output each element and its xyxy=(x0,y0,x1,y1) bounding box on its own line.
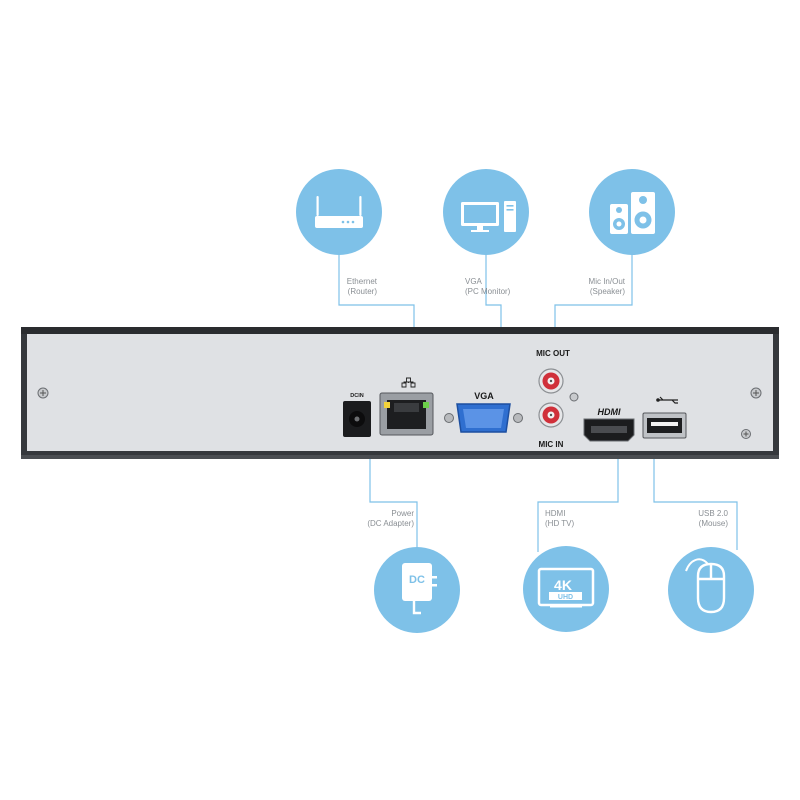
callout-ethernet-title: Ethernet xyxy=(346,277,377,286)
callout-vga-subtitle: (PC Monitor) xyxy=(465,287,511,296)
connector-power xyxy=(369,437,418,550)
callout-power: Power (DC Adapter) xyxy=(330,509,414,529)
network-symbol-icon xyxy=(401,377,416,388)
bubble-vga xyxy=(443,169,529,255)
label-mic-in: MIC IN xyxy=(539,440,564,449)
label-vga: VGA xyxy=(474,391,494,401)
callout-power-subtitle: (DC Adapter) xyxy=(367,519,414,528)
bubble-mic xyxy=(589,169,675,255)
bubble-ethernet xyxy=(296,169,382,255)
callout-usb-title: USB 2.0 xyxy=(698,509,728,518)
connector-usb xyxy=(653,438,738,550)
usb-port xyxy=(642,396,687,439)
dc-icon-text: DC xyxy=(409,574,425,586)
callout-usb: USB 2.0 (Mouse) xyxy=(654,509,728,529)
mounting-screw-right xyxy=(750,387,762,399)
mouse-icon xyxy=(685,558,726,614)
ground-screw xyxy=(741,429,751,439)
callout-mic-subtitle: (Speaker) xyxy=(589,287,625,296)
callout-vga-title: VGA xyxy=(465,277,482,286)
vga-port xyxy=(444,403,523,433)
nvr-device: DCIN VGA MIC OUT MIC IN HDMI xyxy=(21,327,779,459)
mic-out-jack xyxy=(538,368,564,394)
label-hdmi: HDMI xyxy=(598,407,621,417)
callout-hdmi-subtitle: (HD TV) xyxy=(545,519,575,528)
label-mic-out: MIC OUT xyxy=(536,349,570,358)
speaker-icon xyxy=(610,192,655,234)
label-dc-in: DCIN xyxy=(350,393,363,399)
mounting-screw-left xyxy=(37,387,49,399)
dc-in-port xyxy=(343,401,371,437)
dc-adapter-icon: DC xyxy=(402,563,437,615)
pc-monitor-icon xyxy=(461,201,516,232)
callout-power-title: Power xyxy=(391,509,414,518)
hdmi-port xyxy=(583,418,635,442)
bubble-power: DC xyxy=(374,547,460,633)
4k-uhd-tv-icon: 4K UHD xyxy=(537,567,595,608)
callout-mic-title: Mic In/Out xyxy=(588,277,625,286)
connector-hdmi xyxy=(537,455,619,552)
callout-hdmi-title: HDMI xyxy=(545,509,566,518)
callout-vga: VGA (PC Monitor) xyxy=(465,277,545,297)
callout-hdmi: HDMI (HD TV) xyxy=(545,509,605,529)
4k-icon-text: 4K xyxy=(554,577,572,593)
router-icon xyxy=(315,196,363,228)
callout-mic: Mic In/Out (Speaker) xyxy=(548,277,625,297)
callout-usb-subtitle: (Mouse) xyxy=(698,519,728,528)
callout-ethernet: Ethernet (Router) xyxy=(305,277,377,297)
callout-ethernet-subtitle: (Router) xyxy=(347,287,377,296)
usb-symbol-icon xyxy=(659,396,678,404)
uhd-icon-text: UHD xyxy=(558,594,573,601)
bubble-usb xyxy=(668,547,754,633)
ethernet-port xyxy=(379,377,434,436)
mic-in-jack xyxy=(538,402,564,428)
bubble-hdmi: 4K UHD xyxy=(523,546,609,632)
